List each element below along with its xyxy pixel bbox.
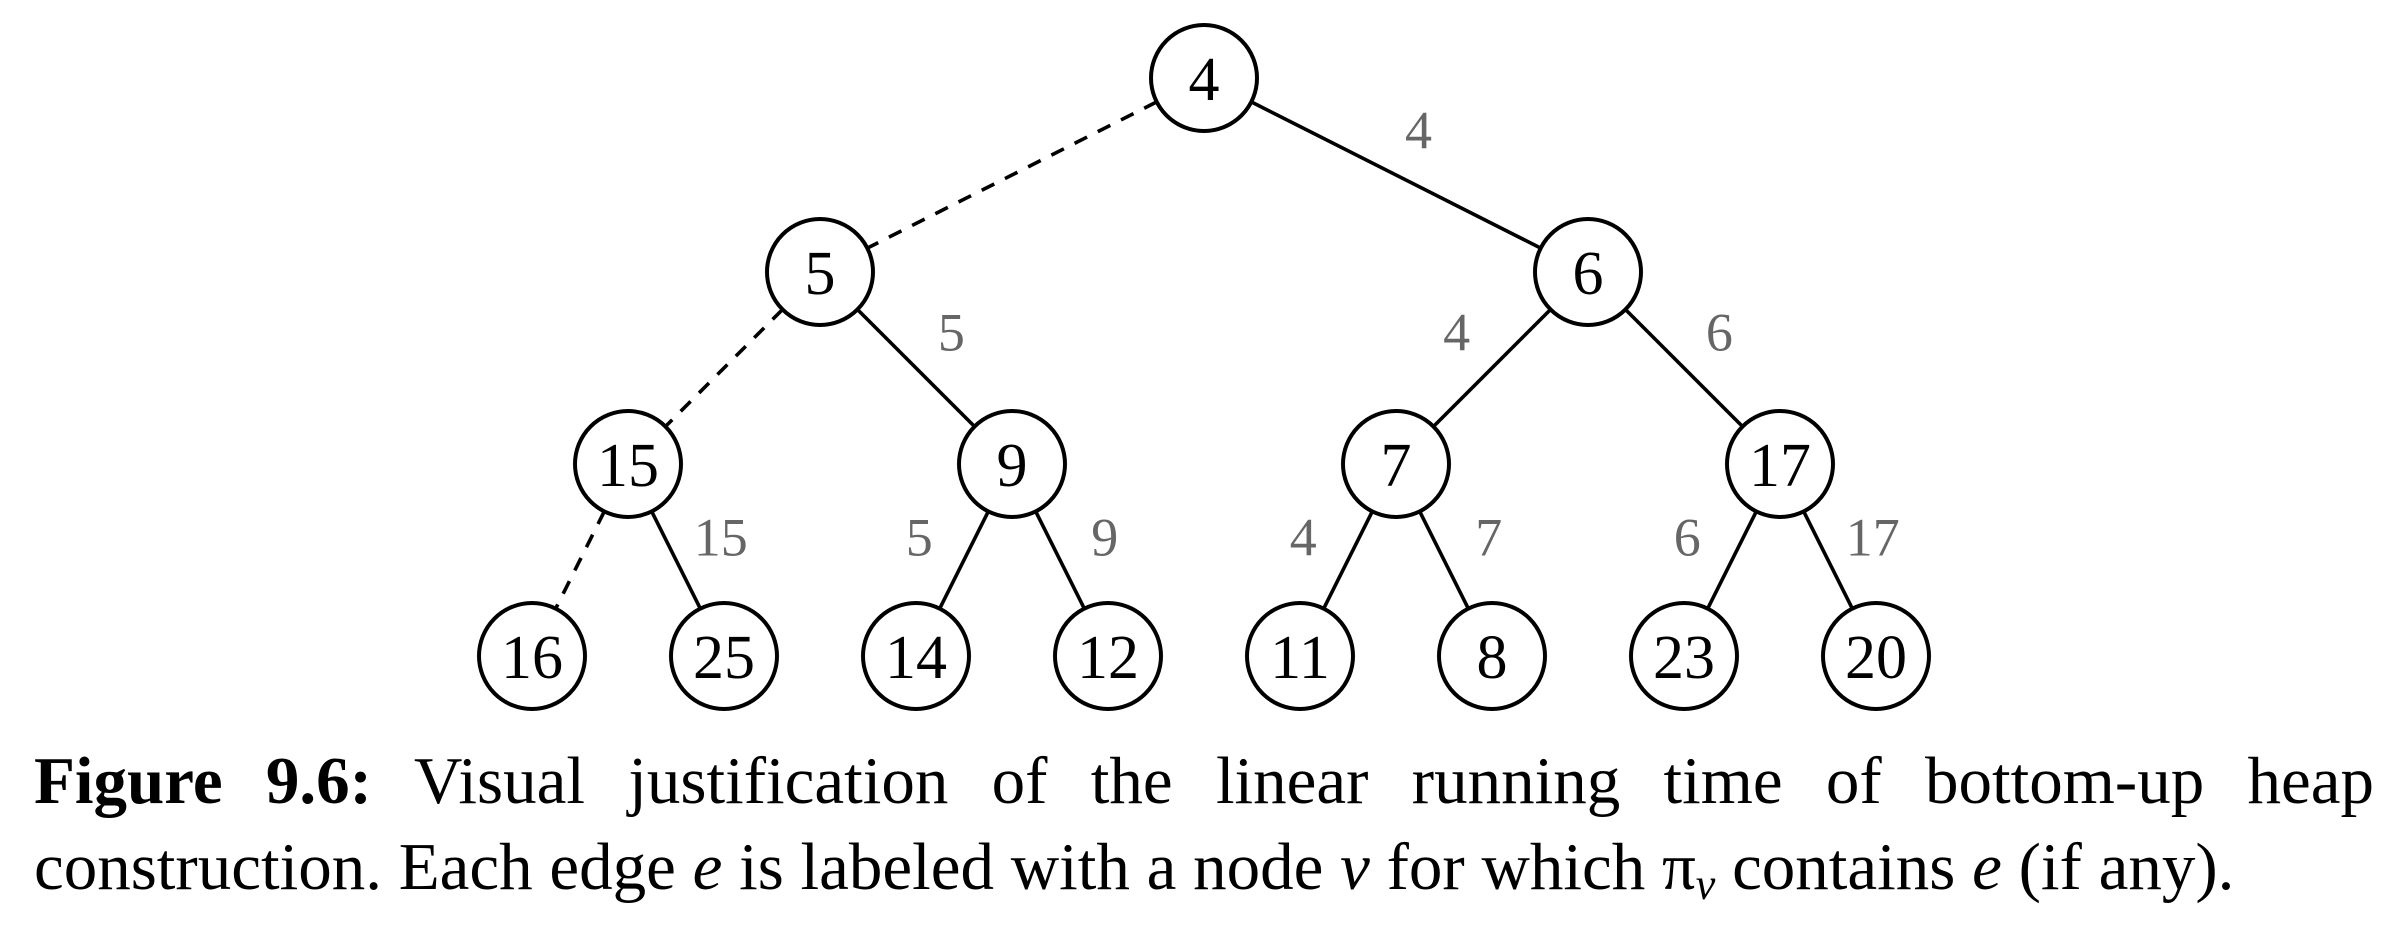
node-circle: [477, 601, 587, 711]
edge-label-n6-n14: 17: [1846, 508, 1900, 568]
caption-text-2: is labeled with a node: [722, 830, 1341, 904]
edge-label-n5-n12: 7: [1475, 508, 1502, 568]
tree-node-n5: 7: [1341, 409, 1451, 519]
node-label: 8: [1477, 624, 1508, 692]
node-label: 9: [997, 432, 1028, 500]
tree-node-n1: 5: [765, 217, 875, 327]
edge-label-n2-n5: 4: [1443, 303, 1470, 363]
tree-node-n2: 6: [1533, 217, 1643, 327]
node-label: 23: [1653, 624, 1715, 692]
node-label: 12: [1077, 624, 1139, 692]
tree-edge-n4-n10: [1034, 510, 1086, 610]
node-label: 25: [693, 624, 755, 692]
edge-label-n5-n11: 4: [1290, 508, 1317, 568]
tree-node-n6: 17: [1725, 409, 1835, 519]
node-circle: [1149, 23, 1259, 133]
tree-nodes: 4 5 6 15 9 7 17 16 25 14 12 11 8 23 20: [477, 23, 1931, 711]
tree-edge-n4-n9: [938, 510, 990, 610]
edge-label-n6-n13: 6: [1674, 508, 1701, 568]
tree-edge-n3-n7: [554, 510, 606, 610]
edge-label-n0-n2: 4: [1405, 100, 1432, 160]
tree-edge-n5-n11: [1322, 510, 1374, 610]
tree-node-n0: 4: [1149, 23, 1259, 133]
edge-label-n4-n9: 5: [906, 508, 933, 568]
figure-caption: Figure 9.6: Visual justification of the …: [34, 738, 2374, 910]
tree-node-n11: 11: [1245, 601, 1355, 711]
tree-node-n4: 9: [957, 409, 1067, 519]
edge-label-n4-n10: 9: [1091, 508, 1118, 568]
heap-tree-diagram: 4 5 4 6 15 5 9 4 7 6 17 4 5 6 15 9 7 17 16 25 14 12 11 8 23 20: [477, 23, 1931, 711]
tree-edge-n1-n3: [664, 308, 784, 428]
caption-text-5: (if any).: [2001, 830, 2235, 904]
tree-edge-n3-n8: [650, 510, 702, 610]
tree-edge-n2-n5: [1432, 308, 1552, 428]
caption-text-4: contains: [1715, 830, 1973, 904]
edge-label-n3-n8: 15: [694, 508, 748, 568]
tree-node-n13: 23: [1629, 601, 1739, 711]
caption-text-1: Visual justification of the linear runni…: [34, 744, 2374, 904]
node-label: 14: [885, 624, 947, 692]
caption-text-3: for which: [1369, 830, 1662, 904]
node-circle: [861, 601, 971, 711]
tree-node-n12: 8: [1437, 601, 1547, 711]
node-circle: [1821, 601, 1931, 711]
tree-edge-n6-n14: [1802, 510, 1854, 610]
node-circle: [1629, 601, 1739, 711]
node-circle: [765, 217, 875, 327]
node-circle: [1437, 601, 1547, 711]
tree-node-n8: 25: [669, 601, 779, 711]
caption-var-e2: e: [1972, 830, 2002, 904]
node-circle: [573, 409, 683, 519]
node-label: 11: [1270, 624, 1330, 692]
node-label: 6: [1573, 240, 1604, 308]
node-label: 7: [1381, 432, 1412, 500]
node-label: 4: [1189, 46, 1220, 114]
edge-label-n1-n4: 5: [938, 303, 965, 363]
caption-pi: π: [1661, 830, 1696, 904]
node-label: 15: [597, 432, 659, 500]
tree-node-n14: 20: [1821, 601, 1931, 711]
node-label: 20: [1845, 624, 1907, 692]
edge-labels: 4 5 4 6 15 5 9 4 7 6 17: [694, 100, 1900, 567]
node-circle: [669, 601, 779, 711]
tree-node-n3: 15: [573, 409, 683, 519]
node-circle: [1725, 409, 1835, 519]
tree-edge-n0-n1: [866, 100, 1158, 250]
tree-edge-n6-n13: [1706, 510, 1758, 610]
tree-edge-n0-n2: [1250, 100, 1542, 250]
node-circle: [1341, 409, 1451, 519]
caption-var-e: e: [692, 830, 723, 904]
tree-node-n10: 12: [1053, 601, 1163, 711]
edge-label-n2-n6: 6: [1706, 303, 1733, 363]
node-circle: [957, 409, 1067, 519]
tree-node-n9: 14: [861, 601, 971, 711]
tree-node-n7: 16: [477, 601, 587, 711]
caption-var-v: v: [1340, 830, 1370, 904]
tree-edge-n5-n12: [1418, 510, 1470, 610]
tree-edges: [554, 100, 1854, 610]
node-label: 16: [501, 624, 563, 692]
node-label: 5: [805, 240, 836, 308]
caption-pi-sub: v: [1695, 860, 1716, 909]
node-circle: [1245, 601, 1355, 711]
tree-edge-n2-n6: [1624, 308, 1744, 428]
tree-edge-n1-n4: [856, 308, 976, 428]
node-circle: [1053, 601, 1163, 711]
node-circle: [1533, 217, 1643, 327]
node-label: 17: [1749, 432, 1811, 500]
caption-label: Figure 9.6:: [34, 744, 372, 818]
